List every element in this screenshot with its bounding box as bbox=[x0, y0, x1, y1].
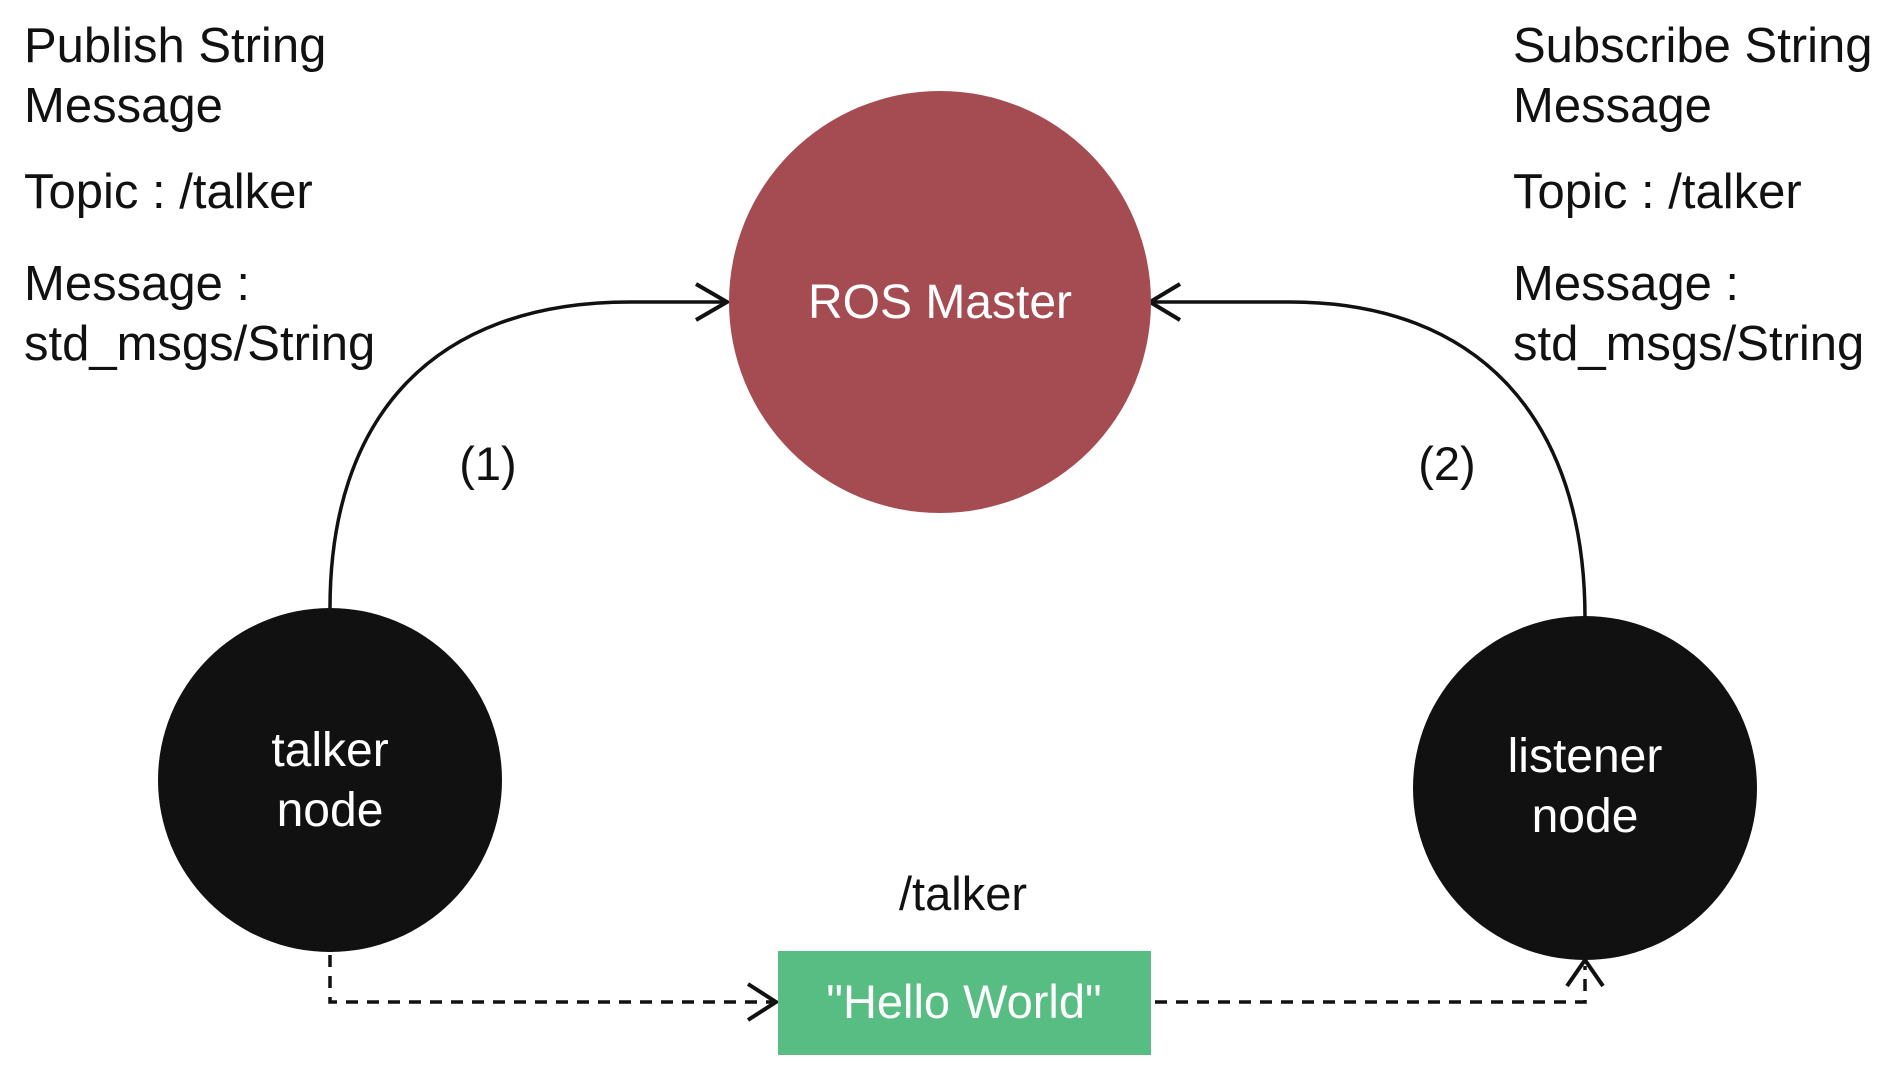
publisher-message-type: std_msgs/String bbox=[24, 317, 376, 371]
publisher-title-line1: Publish String bbox=[24, 19, 327, 73]
listener-node-label-line2: node bbox=[1532, 790, 1639, 843]
subscribe-data-arrowhead bbox=[1565, 956, 1605, 988]
listener-node-label-line1: listener bbox=[1508, 730, 1663, 783]
talker-node-label-line1: talker bbox=[271, 724, 388, 777]
publisher-topic: Topic : /talker bbox=[24, 165, 313, 219]
publish-registration-arrow bbox=[328, 300, 724, 609]
subscriber-message-type: std_msgs/String bbox=[1513, 317, 1865, 371]
publisher-title-line2: Message bbox=[24, 79, 223, 133]
hello-world-message-box bbox=[778, 951, 1151, 1055]
subscriber-message-label: Message : bbox=[1513, 257, 1740, 311]
ros-master-label: ROS Master bbox=[808, 276, 1072, 329]
publish-data-arrowhead bbox=[746, 982, 780, 1022]
talker-node bbox=[158, 608, 502, 952]
step-label-1: (1) bbox=[459, 437, 516, 490]
talker-node-label-line2: node bbox=[277, 784, 384, 837]
topic-name-label: /talker bbox=[899, 867, 1027, 920]
subscribe-data-flow bbox=[1155, 966, 1587, 1004]
listener-node bbox=[1413, 616, 1757, 960]
hello-world-message-text: "Hello World" bbox=[826, 975, 1101, 1028]
subscriber-topic: Topic : /talker bbox=[1513, 165, 1802, 219]
publish-arrowhead bbox=[694, 282, 731, 322]
publish-data-flow bbox=[328, 955, 772, 1004]
publisher-message-label: Message : bbox=[24, 257, 251, 311]
subscriber-title-line1: Subscribe String bbox=[1513, 19, 1873, 73]
subscriber-title-line2: Message bbox=[1513, 79, 1712, 133]
subscribe-registration-arrow bbox=[1152, 300, 1587, 619]
step-label-2: (2) bbox=[1418, 437, 1475, 490]
ros-master-node bbox=[729, 91, 1151, 513]
